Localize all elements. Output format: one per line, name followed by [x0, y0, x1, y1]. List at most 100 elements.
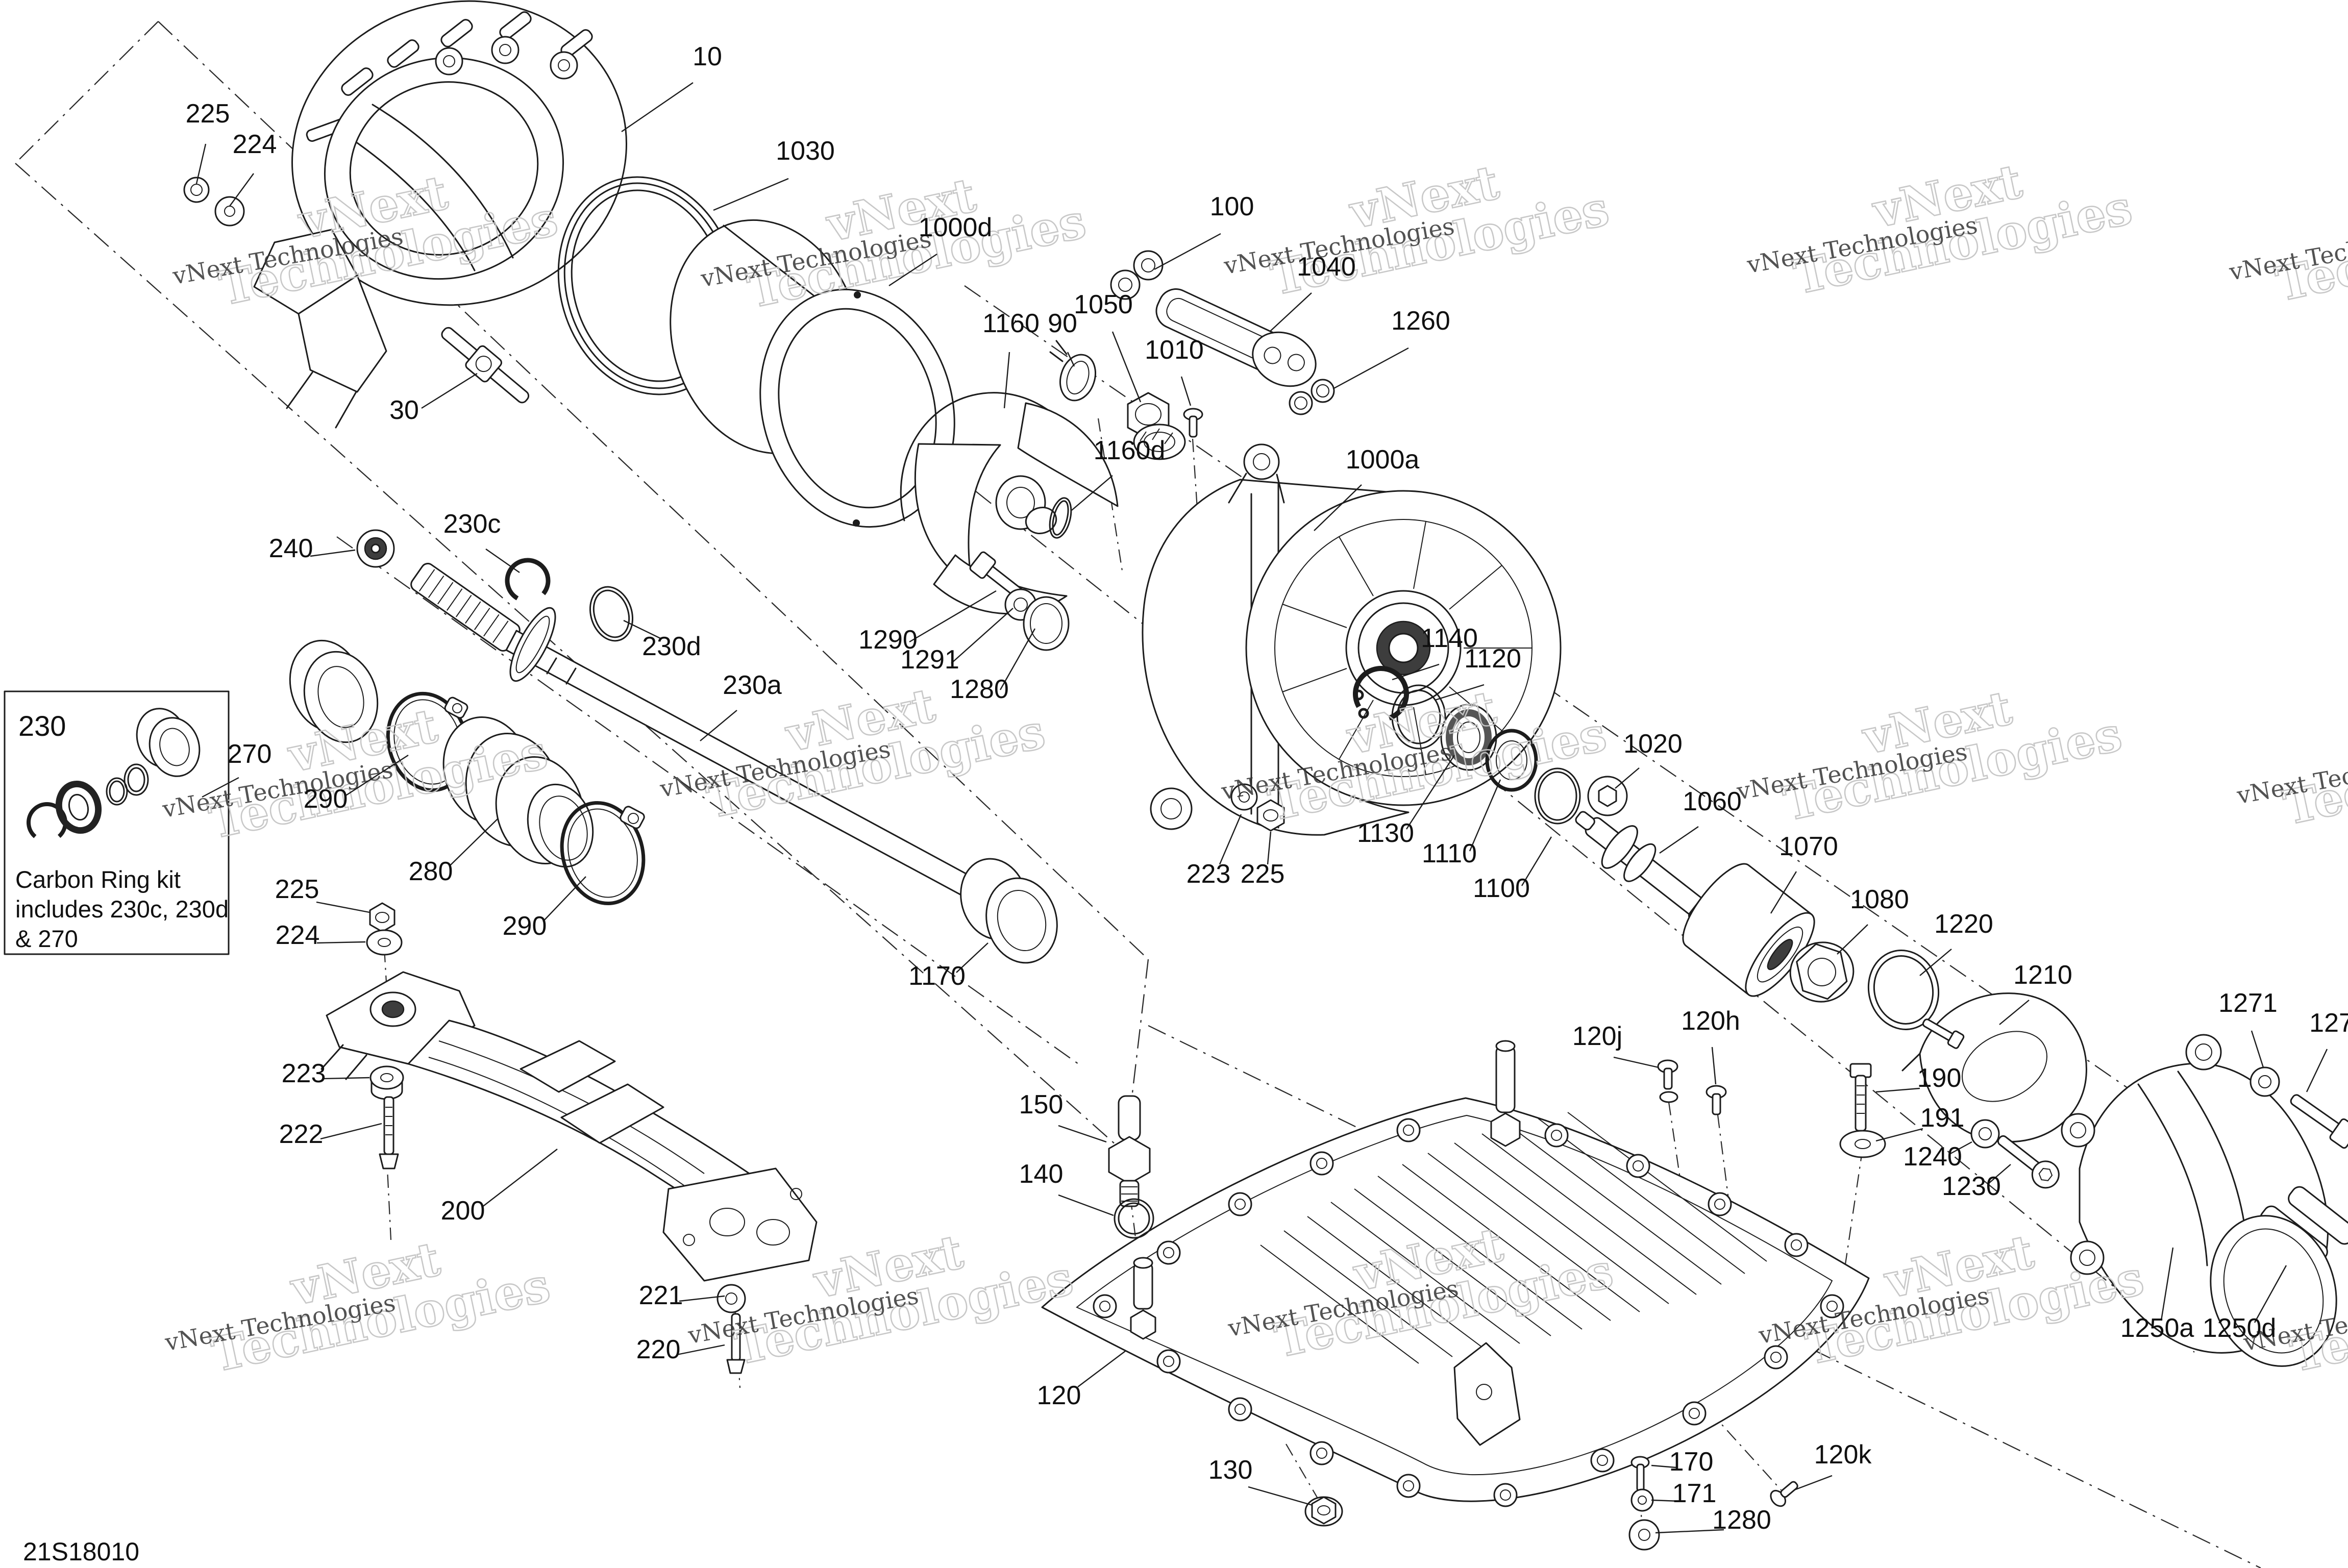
- pump-support-housing-drawing: [253, 0, 627, 429]
- nut-130-drawing: [1304, 1496, 1343, 1527]
- part-label-1270: 1270: [2309, 1008, 2348, 1038]
- leader-line-1271: [2251, 1030, 2264, 1068]
- leader-line-1230: [1988, 1164, 2011, 1184]
- part-label-170: 170: [1669, 1447, 1714, 1477]
- part-label-1010: 1010: [1145, 335, 1204, 365]
- bolt-170-drawing: [1630, 1456, 1650, 1492]
- leader-line-200: [481, 1149, 558, 1208]
- leader-line-90: [1067, 352, 1075, 367]
- note-box-line-1: Carbon Ring kit: [15, 866, 181, 893]
- part-label-1040: 1040: [1297, 252, 1356, 282]
- part-label-1080: 1080: [1850, 885, 1909, 914]
- leader-line-1060: [1659, 826, 1699, 854]
- leader-line-1290: [909, 590, 997, 643]
- part-label-1100: 1100: [1473, 874, 1530, 903]
- key-90-drawing: [1049, 340, 1096, 402]
- part-label-120h: 120h: [1681, 1006, 1740, 1036]
- leader-line-224: [316, 941, 366, 944]
- washer-1240-drawing: [1970, 1119, 2000, 1149]
- oring-1100-drawing: [1534, 767, 1581, 825]
- part-label-230a: 230a: [723, 670, 782, 700]
- leader-line-1140: [1392, 663, 1440, 681]
- grommet-223-drawing: [369, 1065, 404, 1100]
- note-box-line-2: includes 230c, 230d: [15, 895, 229, 923]
- leader-line-222: [320, 1123, 382, 1140]
- leader-line-270: [202, 777, 239, 798]
- plate-bolts-drawing: [1093, 1118, 1844, 1507]
- part-label-1110: 1110: [1422, 839, 1477, 868]
- part-label-1290: 1290: [858, 625, 918, 655]
- leader-line-170: [1651, 1464, 1676, 1469]
- leader-line-1100: [1521, 836, 1552, 886]
- leader-line-1280: [999, 628, 1036, 690]
- part-label-200: 200: [441, 1196, 485, 1226]
- wear-ring-1000d-drawing: [670, 219, 955, 528]
- washers-100-drawing: [1110, 250, 1164, 300]
- bolt-1270-drawing: [2290, 1094, 2348, 1149]
- part-label-1291: 1291: [900, 645, 959, 675]
- floating-ring-1170-drawing: [960, 858, 1058, 964]
- part-label-1250d: 1250d: [2203, 1313, 2277, 1343]
- circlip-230c-drawing: [505, 558, 551, 604]
- part-label-1230: 1230: [1942, 1172, 2001, 1201]
- parts-artwork: [183, 0, 2348, 1551]
- leader-line-220: [676, 1344, 725, 1356]
- part-label-1280: 1280: [1712, 1505, 1771, 1535]
- part-label-1250a: 1250a: [2120, 1313, 2194, 1343]
- cone-1210-drawing: [1901, 992, 2087, 1142]
- fitting-150-drawing: [1108, 1095, 1151, 1207]
- washer-1271-drawing: [2250, 1066, 2280, 1097]
- washer-191-drawing: [1839, 1130, 1886, 1158]
- leader-line-1070: [1770, 871, 1797, 914]
- screw-120h-drawing: [1706, 1085, 1727, 1115]
- leader-line-221: [679, 1295, 725, 1302]
- leader-line-120: [1077, 1351, 1126, 1387]
- leader-line-30: [421, 372, 478, 409]
- part-label-230d: 230d: [642, 632, 701, 661]
- part-label-1030: 1030: [776, 136, 835, 166]
- part-label-224: 224: [233, 130, 277, 159]
- leader-line-140: [1058, 1194, 1114, 1216]
- oring-1220-drawing: [1867, 950, 1940, 1030]
- nut-1080-drawing: [1789, 941, 1855, 1003]
- leader-line-290: [344, 754, 409, 797]
- part-label-223: 223: [1187, 859, 1231, 889]
- part-label-1140: 1140: [1421, 624, 1478, 653]
- leader-line-150: [1058, 1125, 1107, 1143]
- part-label-1280: 1280: [950, 675, 1009, 704]
- leader-line-1291: [951, 608, 1014, 664]
- part-label-150: 150: [1019, 1090, 1064, 1119]
- leader-line-1210: [1999, 1000, 2030, 1025]
- part-label-1130: 1130: [1357, 818, 1414, 848]
- leader-line-1280: [1655, 1529, 1724, 1534]
- part-label-220: 220: [636, 1335, 681, 1364]
- part-label-270: 270: [228, 739, 272, 769]
- drawing-number: 21S18010: [23, 1537, 139, 1566]
- part-label-290: 290: [304, 784, 348, 814]
- carbon-ring-kit-drawing: [27, 708, 201, 843]
- part-label-1240: 1240: [1903, 1142, 1962, 1172]
- part-label-225: 225: [1241, 859, 1285, 889]
- part-label-140: 140: [1019, 1159, 1064, 1189]
- leader-line-1000a: [1314, 484, 1362, 531]
- leader-line-225: [195, 143, 207, 184]
- bolt-190-drawing: [1849, 1063, 1872, 1132]
- part-label-230c: 230c: [443, 509, 501, 539]
- oring-140-drawing: [1114, 1198, 1154, 1239]
- part-label-1220: 1220: [1934, 909, 1993, 939]
- part-label-120k: 120k: [1814, 1440, 1872, 1470]
- part-label-1060: 1060: [1683, 787, 1742, 816]
- bolt-222-drawing: [379, 1096, 399, 1169]
- part-label-1070: 1070: [1779, 832, 1838, 861]
- leader-line-1240: [1949, 1141, 1972, 1155]
- part-label-223: 223: [282, 1059, 326, 1088]
- leader-line-223: [323, 1077, 370, 1080]
- leader-line-280: [449, 818, 498, 867]
- nut-1050-drawing: [1127, 392, 1186, 460]
- leader-line-230d: [623, 619, 662, 640]
- ring-1280-drawing: [1023, 596, 1070, 651]
- part-label-1210: 1210: [2013, 960, 2072, 990]
- note-box-ref: 230: [18, 710, 66, 742]
